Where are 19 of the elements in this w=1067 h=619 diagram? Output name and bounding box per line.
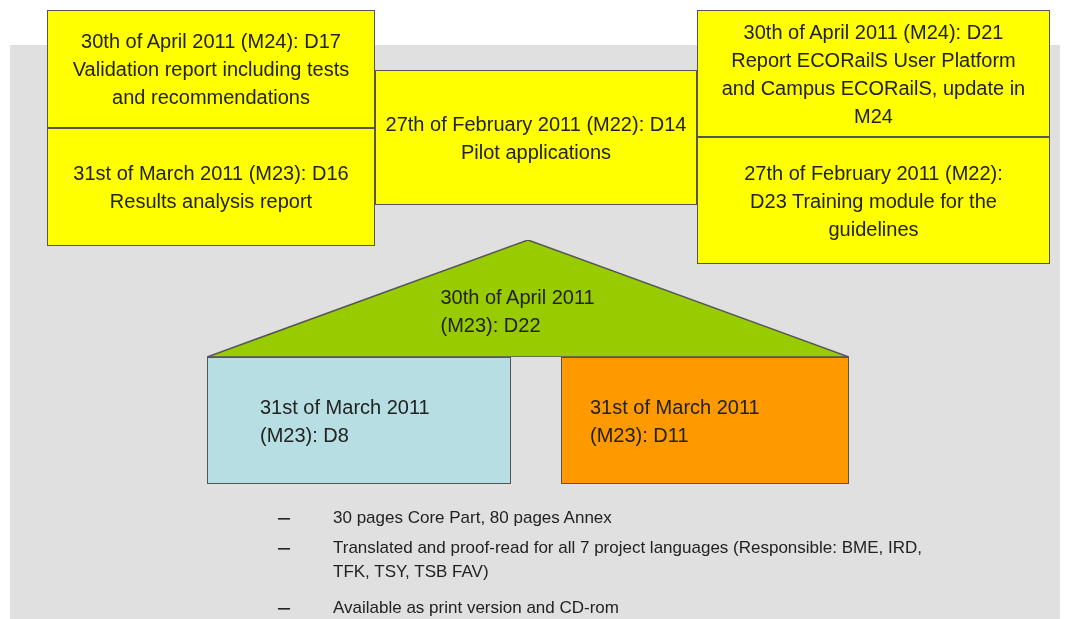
deliverable-box (697, 137, 1050, 264)
deliverable-text: 30th of April 2011 (M23): D22 (440, 285, 596, 338)
deliverable-box (207, 357, 511, 484)
deliverable-text: 30th of April 2011 (M24): D17 Validation report including tests and recommendations (71, 29, 351, 110)
deliverable-box (561, 357, 849, 484)
deliverable-text: 30th of April 2011 (M24): D21 Report ECORailS User Platform and Campus ECORailS, update in M24 (720, 19, 1027, 129)
deliverable-text: 31st of March 2011 (M23): D11 (590, 394, 761, 448)
deliverable-box (47, 128, 375, 246)
deliverable-box (47, 10, 375, 128)
deliverable-text: 31st of March 2011 (M23): D8 (260, 394, 431, 448)
deliverable-triangle (207, 240, 849, 357)
deliverable-box (697, 10, 1050, 137)
note-text: Translated and proof-read for all 7 project languages (Responsible: BME, IRD, TFK, TSY, TSB FAV) (333, 537, 923, 583)
deliverable-text: 27th of February 2011 (M22): D23 Training module for the guidelines (743, 160, 1004, 242)
note-text: Available as print version and CD-rom (333, 597, 620, 619)
note-text: 30 pages Core Part, 80 pages Annex (333, 507, 613, 529)
deliverable-text: 31st of March 2011 (M23): D16 Results analysis report (72, 161, 350, 214)
deliverable-box (375, 70, 697, 205)
deliverable-text: 27th of February 2011 (M22): D14 Pilot applications (384, 111, 688, 165)
